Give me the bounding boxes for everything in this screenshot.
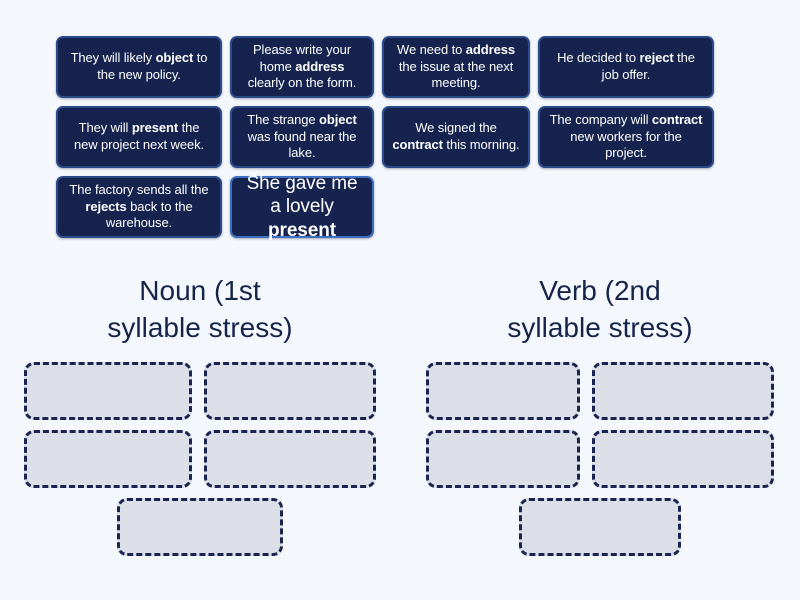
card-tray: They will likely object to the new polic… [56, 36, 756, 246]
sentence-card-text: He decided to reject the job offer. [557, 50, 695, 82]
sentence-card-text: The factory sends all the rejects back t… [69, 182, 209, 231]
sentence-card-text: The company will contract new workers fo… [549, 112, 703, 161]
group-noun-title: Noun (1st syllable stress) [107, 275, 293, 344]
drop-slot[interactable] [592, 430, 774, 489]
drop-slot[interactable] [204, 362, 376, 421]
group-noun: Noun (1st syllable stress) [0, 272, 400, 566]
sentence-card[interactable]: The company will contract new workers fo… [538, 106, 714, 168]
sentence-card-text: They will likely object to the new polic… [70, 50, 208, 82]
drop-slot[interactable] [24, 430, 192, 489]
group-columns: Noun (1st syllable stress) Verb (2nd syl… [0, 272, 800, 566]
sentence-card-text: She gave me a lovely present [246, 173, 358, 241]
drop-slot[interactable] [426, 430, 580, 489]
sentence-card-text: We signed the contract this morning. [392, 120, 520, 152]
sentence-card-text: They will present the new project next w… [73, 120, 205, 152]
sentence-card-selected[interactable]: She gave me a lovely present [230, 173, 374, 241]
sentence-card-text: We need to address the issue at the next… [397, 42, 515, 91]
sentence-card[interactable]: The factory sends all the rejects back t… [56, 176, 222, 238]
sentence-card[interactable]: He decided to reject the job offer. [538, 36, 714, 98]
group-verb-slots [416, 362, 784, 566]
drop-slot[interactable] [204, 430, 376, 489]
drop-slot[interactable] [24, 362, 192, 421]
sentence-card[interactable]: We need to address the issue at the next… [382, 36, 530, 98]
sentence-card[interactable]: Please write your home address clearly o… [230, 36, 374, 98]
group-noun-slots [16, 362, 384, 566]
drop-slot[interactable] [117, 498, 283, 557]
sentence-card[interactable]: The strange object was found near the la… [230, 106, 374, 168]
sentence-card[interactable]: They will likely object to the new polic… [56, 36, 222, 98]
drop-slot[interactable] [519, 498, 681, 557]
group-verb-title: Verb (2nd syllable stress) [507, 275, 693, 344]
sentence-card[interactable]: They will present the new project next w… [56, 106, 222, 168]
sentence-card[interactable]: We signed the contract this morning. [382, 106, 530, 168]
drop-slot[interactable] [426, 362, 580, 421]
sentence-card-text: The strange object was found near the la… [247, 112, 357, 161]
group-verb: Verb (2nd syllable stress) [400, 272, 800, 566]
drop-slot[interactable] [592, 362, 774, 421]
sentence-card-text: Please write your home address clearly o… [247, 42, 357, 91]
